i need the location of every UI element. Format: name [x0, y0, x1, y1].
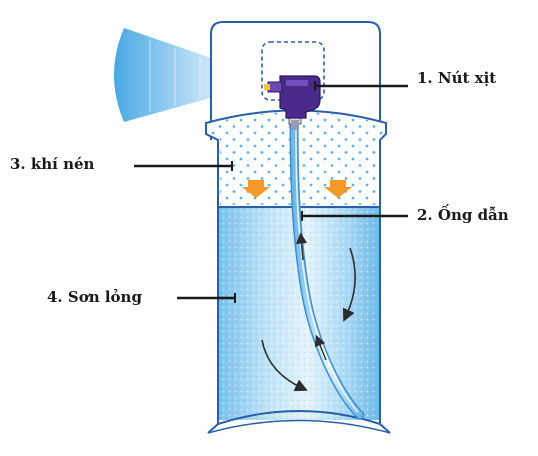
tube-label: 2. Ống dẫn — [417, 206, 509, 224]
liquid-label: 4. Sơn lỏng — [47, 288, 142, 306]
orange-down-arrow-icon — [242, 180, 270, 198]
label-leader-lines — [134, 81, 408, 303]
gas-label: 3. khí nén — [10, 155, 95, 173]
spray-nozzle — [264, 75, 321, 130]
curved-arrow-icon — [295, 232, 327, 361]
curved-arrow-icon — [261, 339, 308, 392]
curved-arrow-icon — [342, 247, 356, 322]
nozzle-label: 1. Nút xịt — [417, 69, 497, 87]
orange-down-arrow-icon — [324, 180, 352, 198]
dip-tube — [289, 113, 365, 420]
